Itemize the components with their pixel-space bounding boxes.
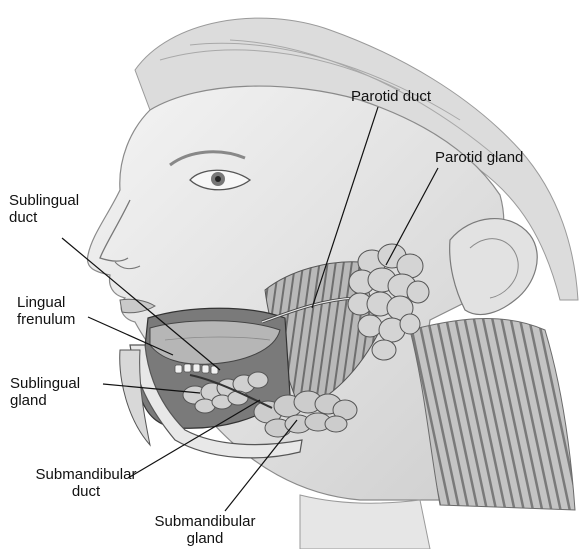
- label-parotid-duct: Parotid duct: [351, 88, 431, 105]
- label-submandibular-gland: Submandibular gland: [111, 513, 299, 547]
- neck: [300, 495, 430, 549]
- ear: [450, 219, 538, 315]
- label-lingual-frenulum: Lingual frenulum: [17, 294, 75, 328]
- label-parotid-gland: Parotid gland: [435, 149, 523, 166]
- label-submandibular-duct: Submandibular duct: [0, 466, 172, 500]
- label-sublingual-duct: Sublingual duct: [9, 192, 79, 226]
- label-sublingual-gland: Sublingual gland: [10, 375, 80, 409]
